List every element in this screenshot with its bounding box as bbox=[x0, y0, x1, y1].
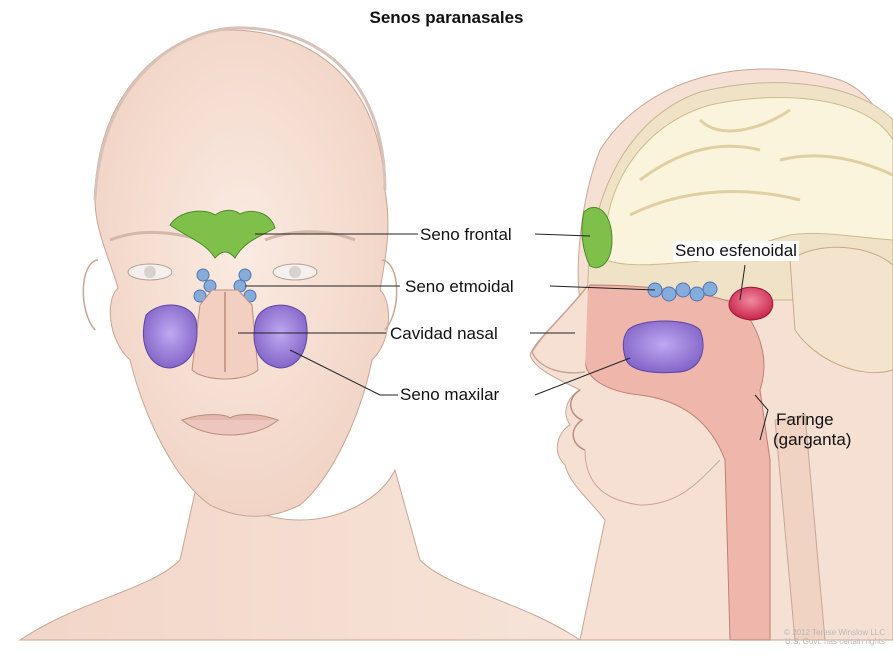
right-iris bbox=[289, 266, 301, 278]
side-maxillary-sinus bbox=[623, 321, 703, 373]
left-iris bbox=[144, 266, 156, 278]
copyright-line-2: U.S. Govt. has certain rights bbox=[784, 637, 885, 646]
label-seno-frontal: Seno frontal bbox=[420, 225, 512, 245]
side-head bbox=[530, 69, 893, 640]
label-seno-esfenoidal: Seno esfenoidal bbox=[673, 241, 799, 261]
label-cavidad-nasal: Cavidad nasal bbox=[390, 324, 498, 344]
front-maxillary-left bbox=[143, 305, 196, 368]
label-faringe: Faringe bbox=[776, 410, 834, 430]
side-nose bbox=[532, 285, 588, 373]
label-seno-etmoidal: Seno etmoidal bbox=[405, 277, 514, 297]
copyright-line-1: © 2012 Terese Winslow LLC bbox=[784, 628, 885, 637]
left-ear bbox=[83, 260, 98, 330]
diagram-title: Senos paranasales bbox=[0, 8, 893, 28]
label-seno-maxilar: Seno maxilar bbox=[400, 385, 499, 405]
copyright-notice: © 2012 Terese Winslow LLC U.S. Govt. has… bbox=[784, 628, 885, 646]
side-sphenoid-sinus bbox=[729, 287, 773, 320]
label-garganta: (garganta) bbox=[773, 430, 851, 450]
front-maxillary-right bbox=[254, 305, 307, 368]
